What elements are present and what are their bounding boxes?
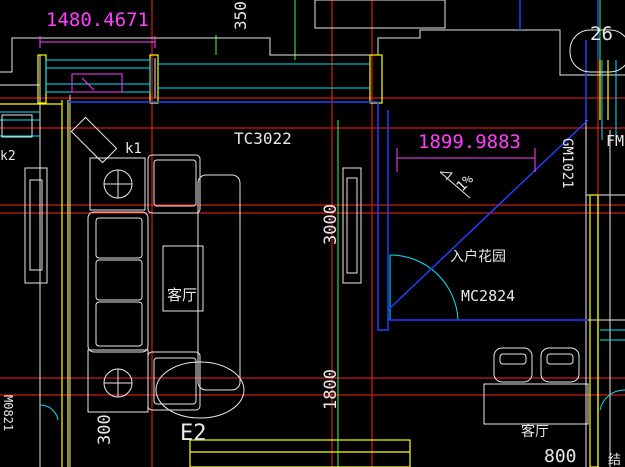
entry-garden-label[interactable]: 入户花园 [450, 248, 506, 265]
dining-furniture [483, 29, 625, 425]
magenta-dims [39, 36, 536, 172]
yellow-walls [0, 54, 609, 467]
cyan-lines [0, 59, 625, 421]
tv-cabinets [1, 114, 362, 284]
mc-label[interactable]: MC2824 [461, 287, 515, 305]
dim-top-left[interactable]: 1480.4671 [46, 9, 149, 31]
living-room-label[interactable]: 客厅 [167, 286, 197, 304]
slope-label[interactable]: 1% [454, 171, 478, 195]
dim-1800[interactable]: 1800 [321, 369, 341, 410]
corner-label[interactable]: 结 [608, 453, 621, 467]
dim-800[interactable]: 800 [544, 446, 577, 467]
living-room-label-2[interactable]: 客厅 [521, 423, 549, 440]
green-lines [215, 0, 601, 467]
circle-number[interactable]: 26 [590, 23, 613, 45]
left-k2[interactable]: k2 [0, 149, 16, 164]
tc-label[interactable]: TC3022 [234, 129, 292, 148]
slope-arrow-icon [439, 171, 471, 199]
dim-mid[interactable]: 1899.9883 [418, 131, 521, 153]
e2-label[interactable]: E2 [180, 421, 207, 446]
k1-label[interactable]: k1 [125, 141, 142, 157]
sofa-set [70, 116, 245, 419]
dim-top-vertical[interactable]: 350 [231, 1, 250, 30]
gm-label[interactable]: GM1021 [559, 138, 575, 189]
dim-3000[interactable]: 3000 [321, 204, 341, 245]
left-side-label[interactable]: M0821 [1, 395, 15, 431]
fm-label[interactable]: FM [606, 132, 624, 150]
dim-300[interactable]: 300 [95, 414, 115, 445]
